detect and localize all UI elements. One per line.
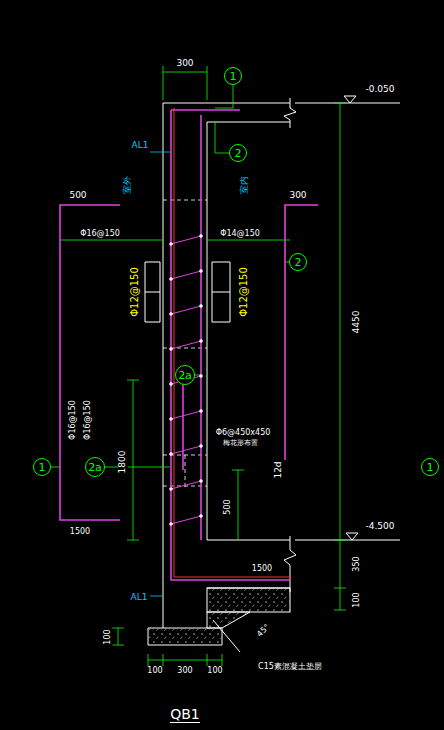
drawing-label: 12d xyxy=(274,460,284,479)
tie-bar xyxy=(171,341,201,349)
rebar-dot xyxy=(169,382,173,386)
callout-circle: 2 xyxy=(229,144,247,162)
drawing-label: 100 xyxy=(206,667,223,676)
rebar-dot xyxy=(169,487,173,491)
rebar-dot xyxy=(199,339,203,343)
rebar-dot xyxy=(169,312,173,316)
callout-number: 2a xyxy=(178,370,192,381)
rebar-dot xyxy=(169,522,173,526)
drawing-label: Φ12@150 xyxy=(129,266,140,318)
callout-number: 1 xyxy=(39,462,46,473)
drawing-label: 300 xyxy=(175,59,194,69)
rebar-dot xyxy=(199,304,203,308)
callout-circle: 2a xyxy=(175,365,195,385)
tie-bar xyxy=(171,411,201,419)
tie-bar xyxy=(171,271,201,279)
drawing-label: 500 xyxy=(68,191,87,201)
drawing-label: 350 xyxy=(353,555,362,572)
tie-bar xyxy=(171,306,201,314)
callout-number: 1 xyxy=(427,462,434,473)
drawing-label: -0.050 xyxy=(364,85,395,95)
drawing-label: 1500 xyxy=(251,565,273,574)
callout-number: 1 xyxy=(230,71,237,82)
tie-bar xyxy=(171,516,201,524)
callout-number: 2 xyxy=(295,257,302,268)
drawing-label: 300 xyxy=(288,191,307,201)
drawing-label: 4450 xyxy=(352,310,362,335)
rebar-dot xyxy=(199,409,203,413)
drawing-label: Φ16@150 xyxy=(69,399,78,441)
drawing-label: 1500 xyxy=(69,528,91,537)
drawing-label: 1800 xyxy=(118,450,128,475)
drawing-label: Φ12@150 xyxy=(238,266,249,318)
drawing-label: C15素混凝土垫层 xyxy=(257,663,323,672)
drawing-label: -4.500 xyxy=(364,522,395,532)
rebar-dot xyxy=(199,444,203,448)
drawing-caption: QB1 xyxy=(170,706,200,723)
drawing-label: Φ16@150 xyxy=(79,230,121,239)
callout-circle: 2 xyxy=(289,253,307,271)
rebar-dot xyxy=(199,269,203,273)
rebar-dot xyxy=(169,242,173,246)
callout-number: 2 xyxy=(235,148,242,159)
drawing-label: Φ14@150 xyxy=(219,230,261,239)
drawing-label: 100 xyxy=(353,591,362,608)
rebar-dot xyxy=(199,479,203,483)
callout-circle: 2a xyxy=(85,457,105,477)
rebar-dot xyxy=(199,514,203,518)
rebar-dot xyxy=(169,277,173,281)
rebar-dot xyxy=(169,347,173,351)
drawing-label: 500 xyxy=(224,498,233,515)
drawing-label: 梅花形布置 xyxy=(222,440,259,448)
drawing-label: 45° xyxy=(255,622,273,640)
drawing-label: 室内 xyxy=(240,175,250,195)
drawing-label: 100 xyxy=(104,628,113,645)
tie-bar xyxy=(171,236,201,244)
callout-circle: 1 xyxy=(33,458,51,476)
drawing-label: AL1 xyxy=(130,593,149,603)
drawing-label: AL1 xyxy=(131,141,150,151)
rebar-dot xyxy=(199,234,203,238)
drawing-label: 室外 xyxy=(123,175,133,195)
callout-number: 2a xyxy=(88,462,102,473)
callout-circle: 1 xyxy=(224,67,242,85)
rebar-dot xyxy=(199,374,203,378)
drawing-label: 300 xyxy=(176,667,193,676)
drawing-label: 100 xyxy=(146,667,163,676)
callout-circle: 1 xyxy=(421,458,439,476)
rebar-dot xyxy=(169,417,173,421)
tie-bar xyxy=(171,446,201,454)
drawing-label: Φ16@150 xyxy=(84,399,93,441)
rebar-dot xyxy=(169,452,173,456)
tie-bar xyxy=(171,481,201,489)
drawing-label: Φ6@450x450 xyxy=(215,429,272,438)
